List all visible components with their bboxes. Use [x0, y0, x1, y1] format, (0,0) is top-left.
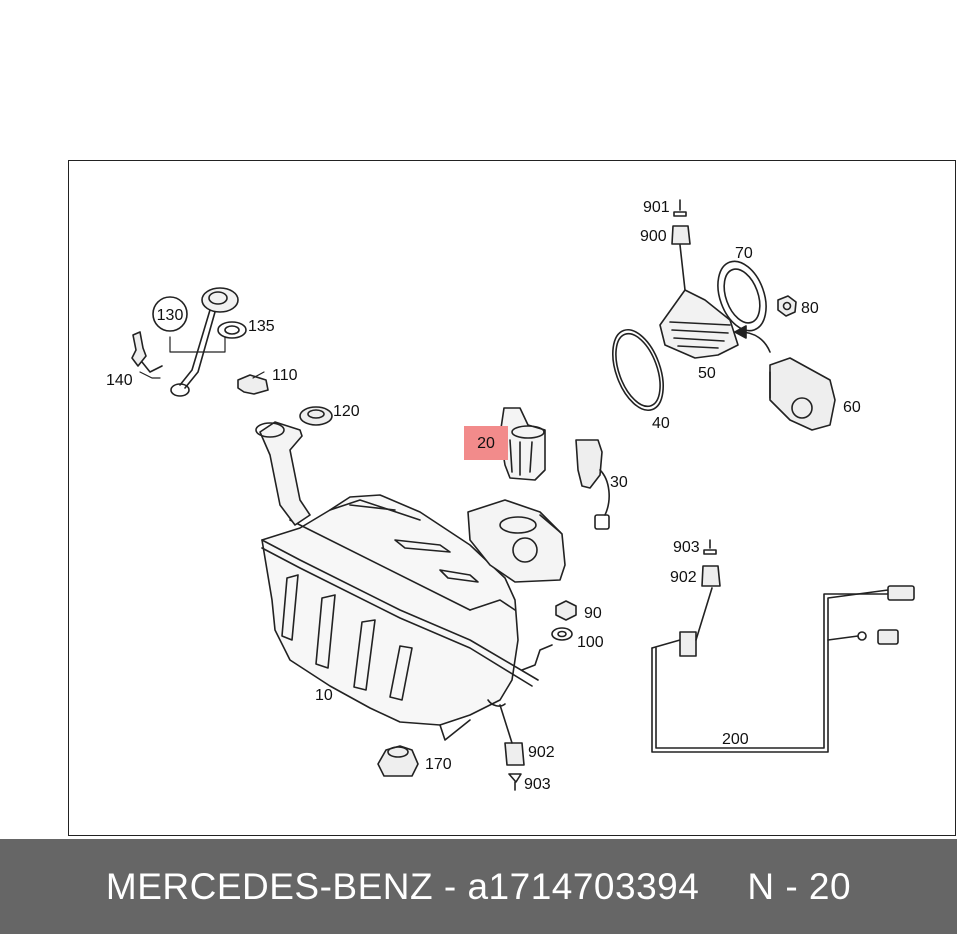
connector-part-900[interactable] [671, 225, 691, 245]
seal-ring-part-70[interactable] [709, 255, 775, 338]
clip-part-140[interactable] [131, 331, 163, 373]
flange-part-50[interactable] [659, 244, 739, 359]
seal-part-901[interactable] [673, 199, 687, 217]
connector-part-902-lower[interactable] [499, 704, 525, 766]
label-50[interactable]: 50 [698, 365, 716, 382]
label-902-lower[interactable]: 902 [528, 744, 555, 761]
label-903-lower[interactable]: 903 [524, 776, 551, 793]
assembly-arrow [734, 325, 771, 353]
seal-part-135[interactable] [217, 321, 247, 339]
bracket-part-110[interactable] [237, 374, 269, 395]
diagram-frame [68, 160, 956, 836]
pump-module-housing [467, 499, 566, 583]
label-170[interactable]: 170 [425, 756, 452, 773]
footer-text: MERCEDES-BENZ - a1714703394 N - 20 [106, 866, 851, 908]
label-135[interactable]: 135 [248, 318, 275, 335]
fuel-cap-part-130[interactable] [170, 287, 239, 397]
grommet-part-120[interactable] [299, 406, 333, 426]
connector-part-902-upper[interactable] [701, 565, 721, 587]
nut-part-90[interactable] [555, 600, 577, 621]
label-40[interactable]: 40 [652, 415, 670, 432]
label-30[interactable]: 30 [610, 474, 628, 491]
label-80[interactable]: 80 [801, 300, 819, 317]
washer-part-100[interactable] [551, 627, 573, 641]
fuel-tank-part-10[interactable] [261, 494, 539, 741]
highlight-box [464, 426, 508, 460]
label-110[interactable]: 110 [272, 367, 298, 384]
seal-part-903-lower[interactable] [508, 773, 522, 791]
label-901[interactable]: 901 [643, 199, 670, 216]
footer-position: N - 20 [747, 865, 852, 907]
label-90[interactable]: 90 [584, 605, 602, 622]
label-902-upper[interactable]: 902 [670, 569, 697, 586]
label-900[interactable]: 900 [640, 228, 667, 245]
footer-bar: MERCEDES-BENZ - a1714703394 N - 20 [0, 839, 957, 934]
parts-diagram: 20 30 40 50 60 70 80 90 100 110 120 130 … [106, 199, 915, 793]
label-20[interactable]: 20 [477, 435, 495, 452]
label-120[interactable]: 120 [333, 403, 360, 420]
filter-part-60[interactable] [769, 357, 836, 431]
label-903-upper[interactable]: 903 [673, 539, 700, 556]
badge-circle-130 [152, 296, 188, 332]
label-200[interactable]: 200 [722, 731, 749, 748]
o-ring-part-40[interactable] [603, 323, 673, 417]
seal-part-903-upper[interactable] [703, 539, 717, 555]
label-70[interactable]: 70 [735, 245, 753, 262]
filler-neck [255, 421, 311, 526]
nut-part-80[interactable] [777, 295, 797, 317]
label-10[interactable]: 10 [315, 687, 333, 704]
label-100[interactable]: 100 [577, 634, 604, 651]
wiring-harness-part-200[interactable] [651, 585, 915, 753]
footer-brand-part-number: MERCEDES-BENZ - a1714703394 [105, 865, 700, 907]
cap-part-170[interactable] [377, 745, 419, 777]
label-130[interactable]: 130 [157, 307, 184, 324]
level-sensor-part-30[interactable] [575, 439, 610, 530]
label-60[interactable]: 60 [843, 399, 861, 416]
label-140[interactable]: 140 [106, 372, 133, 389]
